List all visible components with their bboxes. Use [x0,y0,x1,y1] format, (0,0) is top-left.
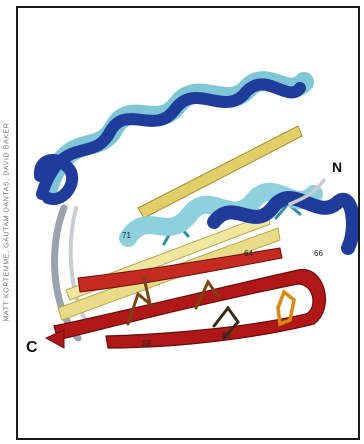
residue-label-64: 64 [244,249,253,258]
residue-label-66: 66 [314,249,323,258]
residue-label-58: 58 [142,339,151,348]
residue-label-71: 71 [122,231,131,240]
figure-frame: N C 71 64 66 58 81 [16,6,360,440]
n-terminus-label: N [332,159,342,175]
protein-ribbon-illustration: N C 71 64 66 58 81 [18,8,358,438]
photo-credit: MATT KORTEMME, GAUTAM DANTAS, DAVID BAKE… [0,0,14,444]
photo-credit-text: MATT KORTEMME, GAUTAM DANTAS, DAVID BAKE… [4,123,11,322]
c-terminus-label: C [26,339,38,356]
light-helix-top [48,81,304,188]
residue-label-81: 81 [222,331,231,340]
c-terminus-arrow [46,330,64,348]
